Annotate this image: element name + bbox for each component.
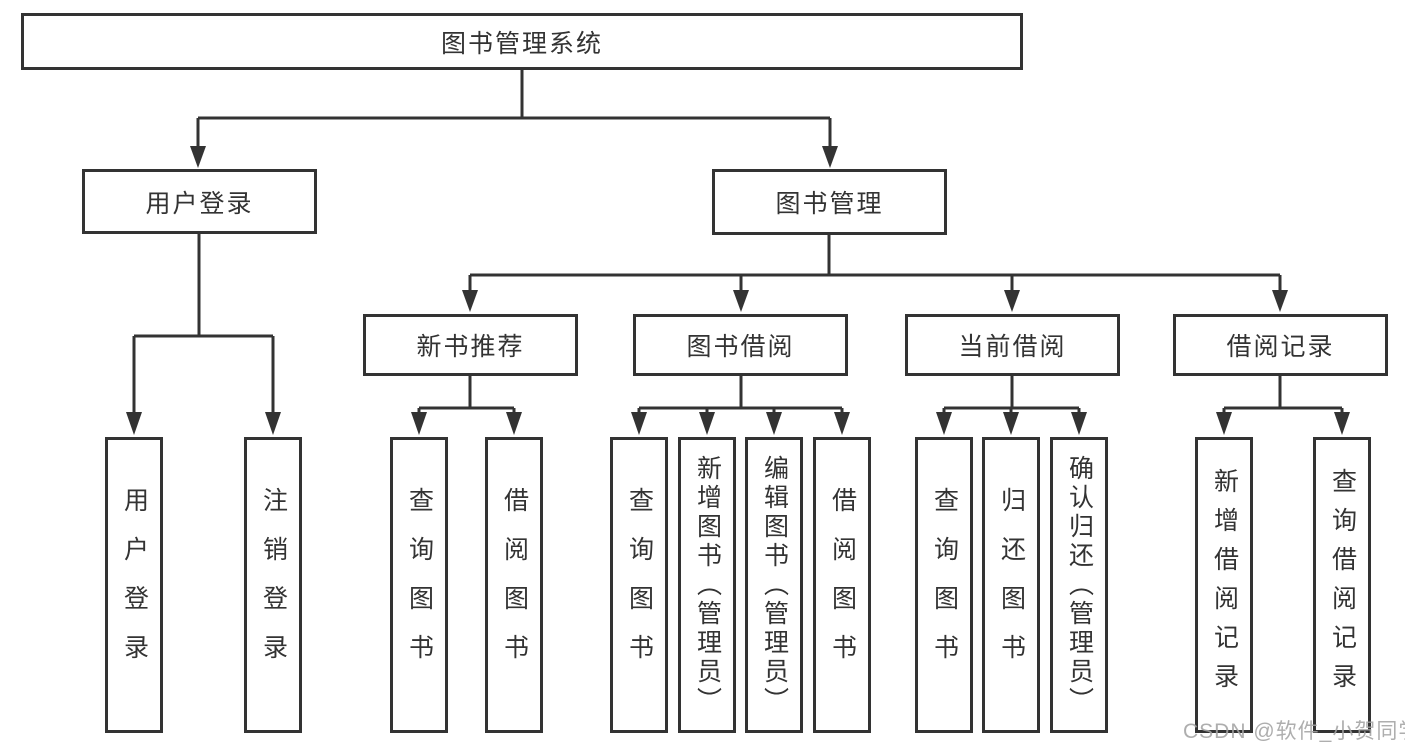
node-borrow-records: 借阅记录 bbox=[1173, 314, 1388, 376]
leaf-borrow-books-recommend: 借阅图书 bbox=[485, 437, 543, 733]
leaf-logout-label: 注销登录 bbox=[259, 487, 288, 683]
connector-current-borrow-children bbox=[936, 375, 1087, 435]
leaf-return-books-label: 归还图书 bbox=[997, 487, 1026, 683]
leaf-add-borrow-record: 新增借阅记录 bbox=[1195, 437, 1253, 733]
connector-records-children bbox=[1216, 375, 1350, 435]
connector-recommend-children bbox=[411, 375, 522, 435]
watermark: CSDN @软件_小贺同学 bbox=[1183, 720, 1405, 743]
node-borrow-records-label: 借阅记录 bbox=[1226, 333, 1335, 361]
leaf-query-borrow-record: 查询借阅记录 bbox=[1313, 437, 1371, 733]
leaf-borrow-books-borrow: 借阅图书 bbox=[813, 437, 871, 733]
leaf-return-books: 归还图书 bbox=[982, 437, 1040, 733]
leaf-user-login: 用户登录 bbox=[105, 437, 163, 733]
connector-book-management-children bbox=[462, 234, 1288, 312]
leaf-borrow-books-recommend-label: 借阅图书 bbox=[500, 487, 529, 683]
node-book-borrow-label: 图书借阅 bbox=[686, 333, 795, 361]
leaf-query-books-recommend-label: 查询图书 bbox=[405, 487, 434, 683]
node-new-book-recommend-label: 新书推荐 bbox=[416, 333, 525, 361]
connector-user-login-children bbox=[126, 232, 281, 435]
leaf-query-books-borrow: 查询图书 bbox=[610, 437, 668, 733]
node-root: 图书管理系统 bbox=[21, 13, 1023, 70]
node-book-borrow: 图书借阅 bbox=[633, 314, 848, 376]
leaf-add-book-admin-label: 新增图书（管理员） bbox=[693, 454, 722, 716]
node-new-book-recommend: 新书推荐 bbox=[363, 314, 578, 376]
leaf-confirm-return-admin-label: 确认归还（管理员） bbox=[1065, 454, 1094, 716]
leaf-query-books-current-label: 查询图书 bbox=[930, 487, 959, 683]
leaf-user-login-label: 用户登录 bbox=[120, 487, 149, 683]
leaf-query-books-recommend: 查询图书 bbox=[390, 437, 448, 733]
node-user-login-label: 用户登录 bbox=[145, 189, 254, 218]
leaf-query-books-borrow-label: 查询图书 bbox=[625, 487, 654, 683]
node-user-login: 用户登录 bbox=[82, 169, 317, 234]
leaf-logout: 注销登录 bbox=[244, 437, 302, 733]
leaf-borrow-books-borrow-label: 借阅图书 bbox=[828, 487, 857, 683]
leaf-query-books-current: 查询图书 bbox=[915, 437, 973, 733]
node-root-label: 图书管理系统 bbox=[440, 29, 603, 58]
connector-root-to-level2 bbox=[190, 69, 838, 168]
leaf-confirm-return-admin: 确认归还（管理员） bbox=[1050, 437, 1108, 733]
leaf-add-book-admin: 新增图书（管理员） bbox=[678, 437, 736, 733]
node-current-borrow: 当前借阅 bbox=[905, 314, 1120, 376]
leaf-add-borrow-record-label: 新增借阅记录 bbox=[1210, 468, 1239, 702]
leaf-query-borrow-record-label: 查询借阅记录 bbox=[1328, 468, 1357, 702]
node-current-borrow-label: 当前借阅 bbox=[958, 333, 1067, 361]
leaf-edit-book-admin-label: 编辑图书（管理员） bbox=[760, 454, 789, 716]
node-book-management-label: 图书管理 bbox=[775, 190, 884, 218]
leaf-edit-book-admin: 编辑图书（管理员） bbox=[745, 437, 803, 733]
connector-borrow-children bbox=[631, 375, 850, 435]
node-book-management: 图书管理 bbox=[712, 169, 947, 235]
